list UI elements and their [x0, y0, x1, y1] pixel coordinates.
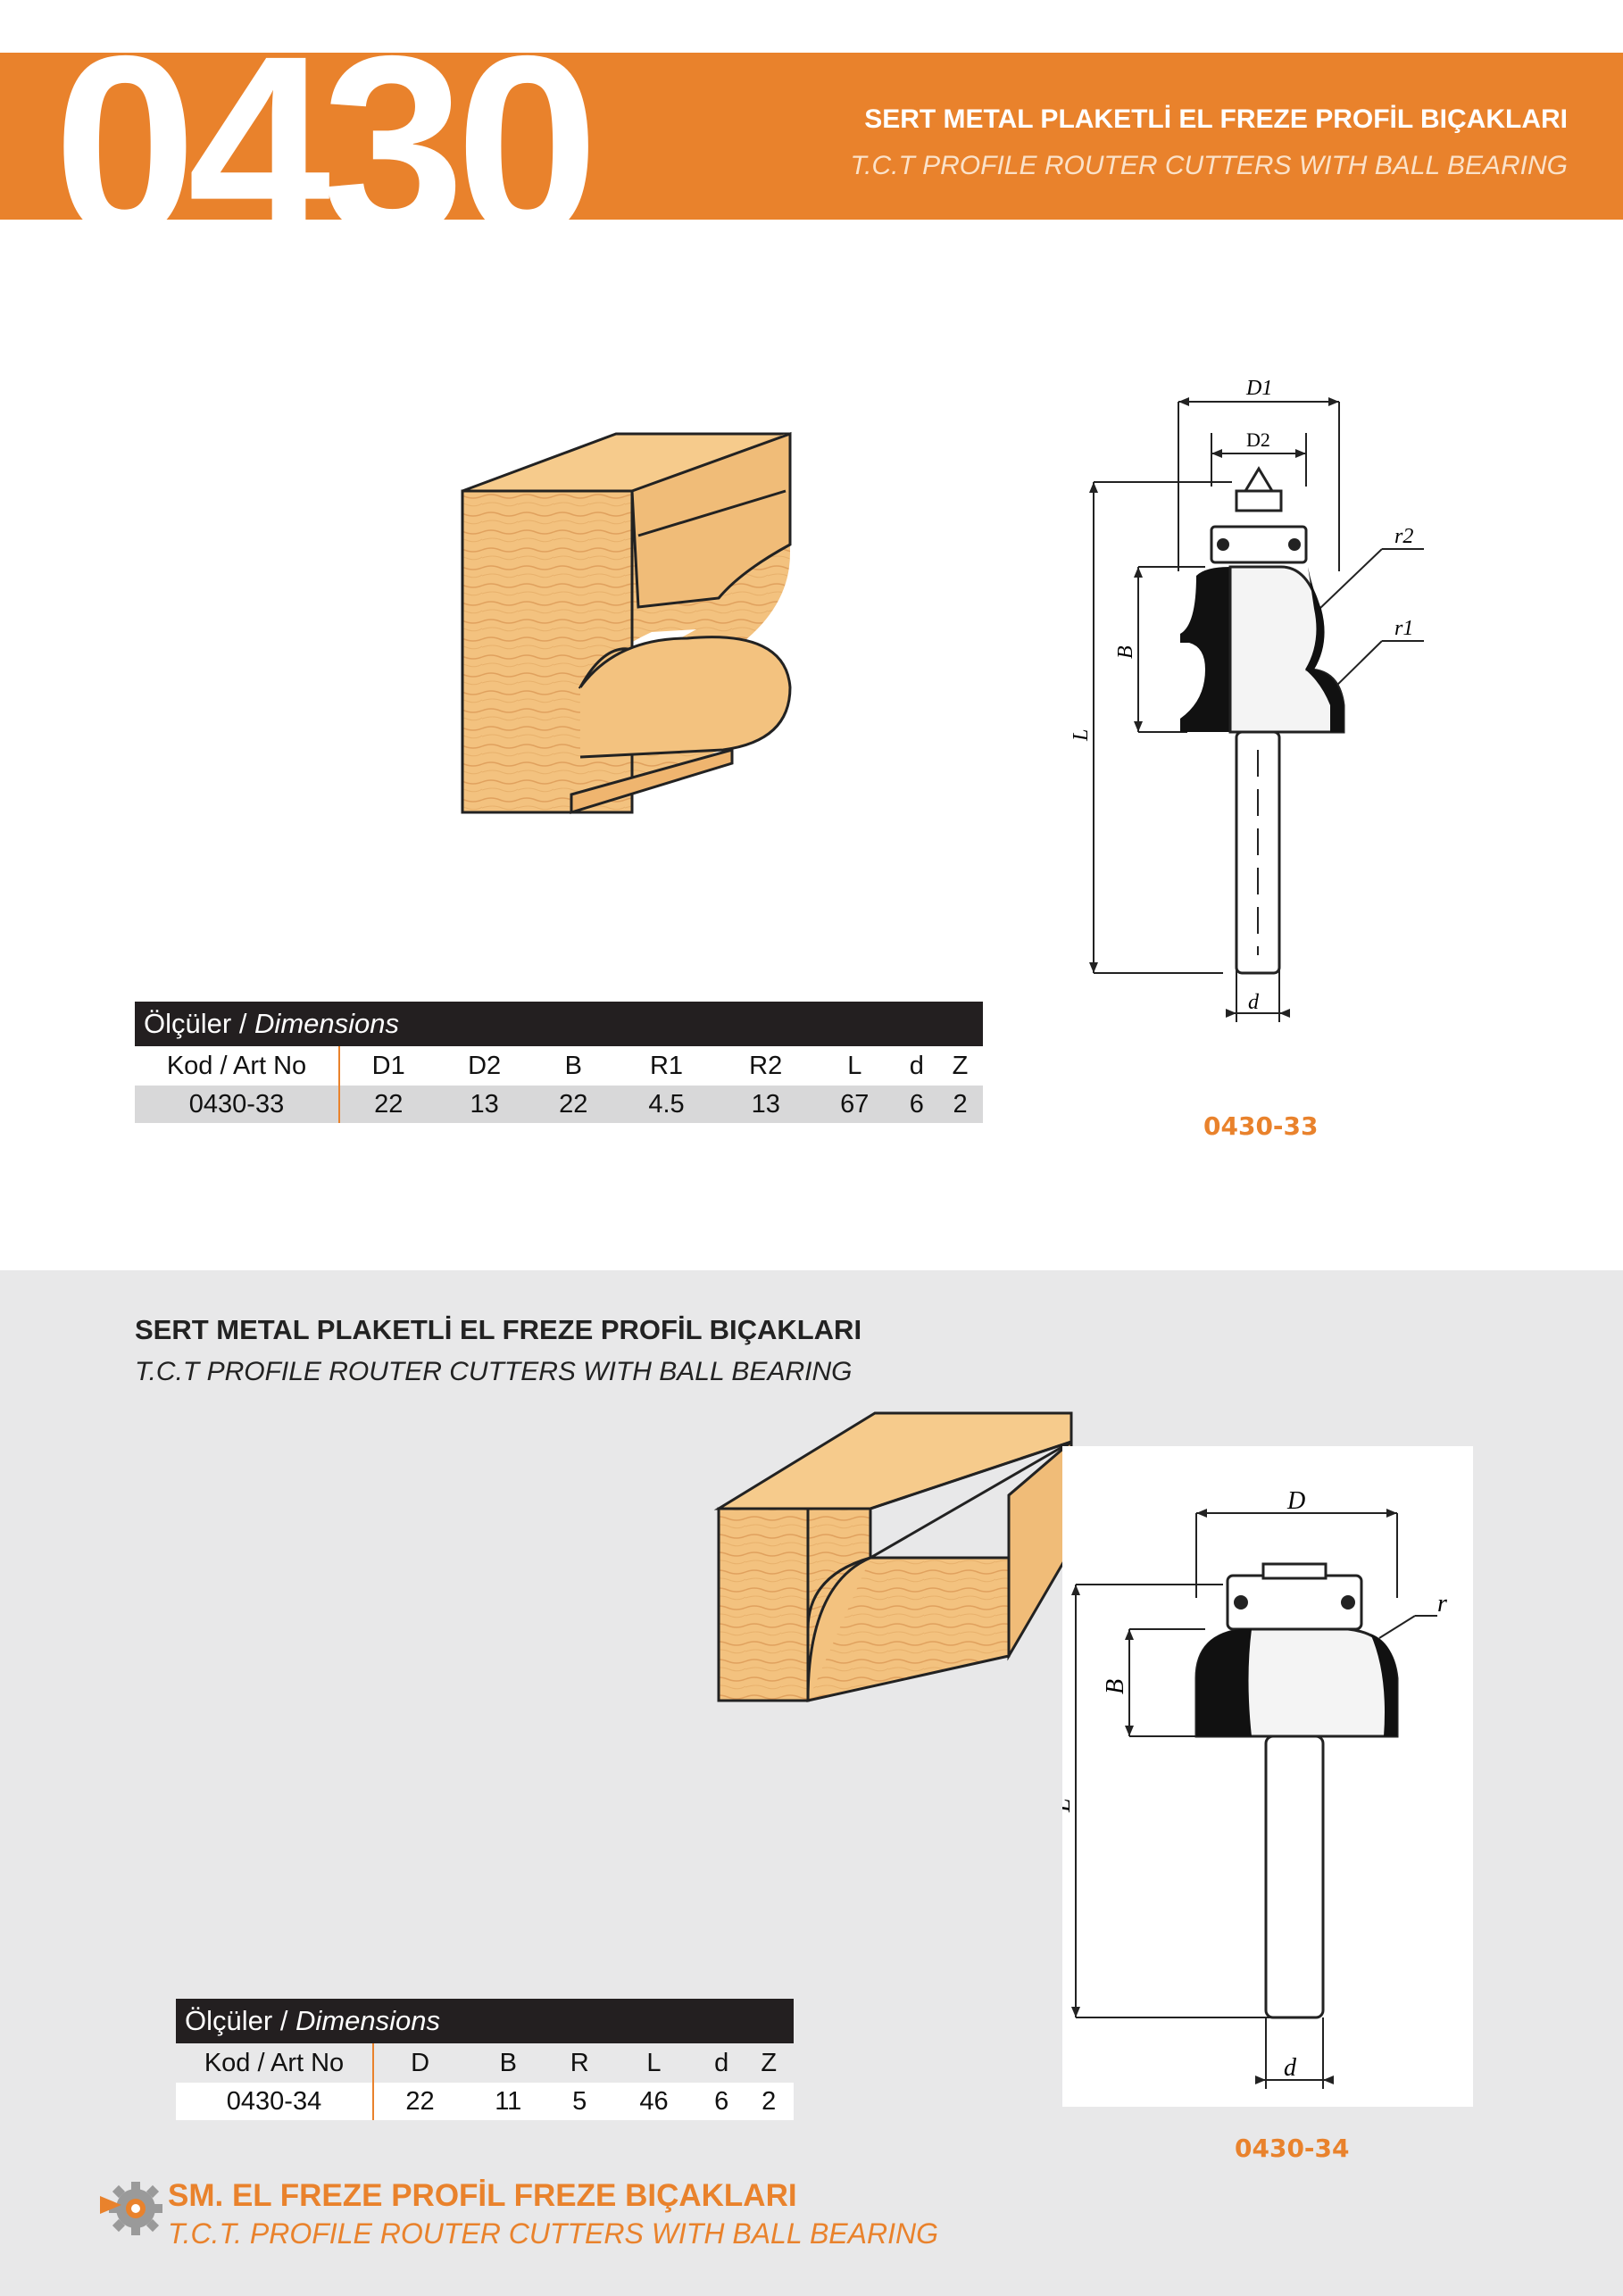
- col-header: R1: [614, 1046, 719, 1086]
- header-title-tr: SERT METAL PLAKETLİ EL FREZE PROFİL BIÇA…: [864, 104, 1568, 134]
- section-title-tr: SERT METAL PLAKETLİ EL FREZE PROFİL BIÇA…: [135, 1314, 862, 1345]
- label-b: B: [1114, 645, 1137, 659]
- wood-profile-0430-33: [461, 431, 792, 815]
- cell: 2: [937, 1086, 983, 1123]
- cell-code: 0430-34: [176, 2083, 374, 2120]
- col-header: Kod / Art No: [135, 1046, 340, 1086]
- label-l: L: [1062, 1798, 1076, 1813]
- col-header: B: [499, 2048, 517, 2077]
- col-header: D1: [339, 1046, 437, 1086]
- col-header: Z: [937, 1046, 983, 1086]
- cutter-drawing-0430-33: D1 D2 r2 r1 B L d: [1071, 377, 1424, 1022]
- code-label-0430-34: 0430-34: [1235, 2134, 1350, 2163]
- table-title-separator: /: [231, 1008, 255, 1039]
- col-header: B: [531, 1046, 615, 1086]
- cell-code: 0430-33: [135, 1086, 340, 1123]
- table-title-en: Dimensions: [295, 2005, 440, 2036]
- label-d2: D2: [1246, 428, 1270, 451]
- cell: 22: [531, 1086, 615, 1123]
- gear-logo-icon: [100, 2182, 162, 2235]
- header-title-en: T.C.T PROFILE ROUTER CUTTERS WITH BALL B…: [850, 151, 1568, 180]
- col-header: R: [570, 2048, 589, 2077]
- table-row: 0430-34 22 11 5 46 6 2: [176, 2083, 794, 2120]
- label-r: r: [1437, 1590, 1447, 1618]
- code-label-0430-33: 0430-33: [1203, 1111, 1319, 1141]
- table-title-tr: Ölçüler: [185, 2005, 273, 2036]
- cell: 22: [339, 1086, 437, 1123]
- catalog-number: 0430: [54, 3, 599, 290]
- label-r2: r2: [1394, 525, 1413, 548]
- cell: 4.5: [614, 1086, 719, 1123]
- label-d: D: [1286, 1487, 1305, 1515]
- table-header-row: Kod / Art No D B R L d Z: [176, 2043, 794, 2083]
- cell: 46: [608, 2083, 699, 2120]
- dimensions-table-0430-33: Ölçüler / Dimensions Kod / Art No D1 D2 …: [135, 1002, 983, 1123]
- col-header: Z: [761, 2048, 778, 2077]
- cutter-drawing-0430-34: D r B L d: [1062, 1446, 1473, 2107]
- table-header-row: Kod / Art No D1 D2 B R1 R2 L d Z: [135, 1046, 983, 1086]
- col-header: L: [812, 1046, 896, 1086]
- label-shank-d: d: [1248, 991, 1260, 1014]
- col-header: d: [714, 2048, 729, 2077]
- wood-profile-0430-34: [713, 1411, 1073, 1702]
- cell: 6: [895, 1086, 938, 1123]
- cell: 5: [550, 2083, 609, 2120]
- col-header: R2: [718, 1046, 813, 1086]
- col-header: D: [411, 2048, 430, 2077]
- cell: 11: [466, 2083, 551, 2120]
- table-title-en: Dimensions: [254, 1008, 399, 1039]
- label-r1: r1: [1394, 617, 1413, 640]
- cell: 22: [373, 2083, 467, 2120]
- footer-title-tr: SM. EL FREZE PROFİL FREZE BIÇAKLARI: [168, 2178, 797, 2213]
- col-header: D2: [437, 1046, 532, 1086]
- label-shank-d: d: [1284, 2054, 1297, 2082]
- cell: 2: [744, 2083, 794, 2120]
- section-title-en: T.C.T PROFILE ROUTER CUTTERS WITH BALL B…: [135, 1357, 853, 1386]
- footer-title-en: T.C.T. PROFILE ROUTER CUTTERS WITH BALL …: [168, 2217, 938, 2250]
- table-title-separator: /: [272, 2005, 296, 2036]
- col-header: L: [646, 2048, 662, 2077]
- table-title: Ölçüler / Dimensions: [135, 1002, 983, 1046]
- label-l: L: [1071, 729, 1093, 742]
- cell: 13: [437, 1086, 532, 1123]
- label-b: B: [1102, 1679, 1129, 1694]
- col-header: Kod / Art No: [176, 2043, 374, 2083]
- cell: 67: [812, 1086, 896, 1123]
- cell: 6: [698, 2083, 745, 2120]
- dimensions-table-0430-34: Ölçüler / Dimensions Kod / Art No D B R …: [176, 1999, 794, 2120]
- cell: 13: [718, 1086, 813, 1123]
- table-title: Ölçüler / Dimensions: [176, 1999, 794, 2043]
- label-d1: D1: [1245, 377, 1272, 400]
- col-header: d: [895, 1046, 938, 1086]
- table-row: 0430-33 22 13 22 4.5 13 67 6 2: [135, 1086, 983, 1123]
- header-band: [0, 53, 1623, 220]
- table-title-tr: Ölçüler: [144, 1008, 232, 1039]
